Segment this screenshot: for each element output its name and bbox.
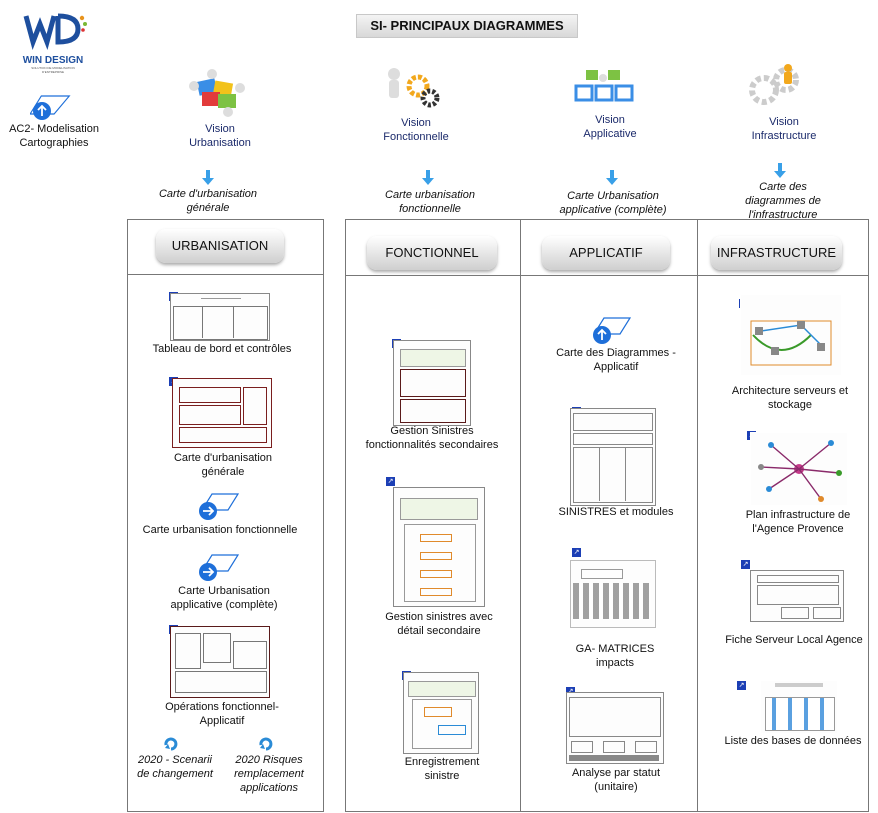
diagram-thumbnail[interactable] xyxy=(170,293,270,341)
down-arrow-icon xyxy=(202,170,214,185)
infrastructure-item-2-label[interactable]: Plan infrastructure de l'Agence Provence xyxy=(745,509,851,535)
shortcut-arrow-icon[interactable]: ↗ xyxy=(737,681,746,690)
divider xyxy=(520,219,521,811)
diagram-thumbnail[interactable] xyxy=(750,570,844,622)
applicatif-item-4-label[interactable]: Analyse par statut (unitaire) xyxy=(571,767,661,793)
root-map-label[interactable]: AC2- Modelisation Cartographies xyxy=(9,123,99,149)
map-up-icon[interactable] xyxy=(30,92,72,122)
urbanisation-item-5-label[interactable]: Opérations fonctionnel-Applicatif xyxy=(165,701,279,727)
diagram-thumbnail[interactable] xyxy=(393,340,471,426)
vision-urbanisation-link[interactable]: Carte d'urbanisation générale xyxy=(158,188,258,214)
urbanisation-people-icon xyxy=(184,66,250,120)
shortcut-arrow-icon[interactable]: ↗ xyxy=(741,560,750,569)
vision-applicative-link[interactable]: Carte Urbanisation applicative (complète… xyxy=(559,190,667,216)
vision-infrastructure-label[interactable]: Vision Infrastructure xyxy=(751,116,817,142)
fonctionnel-section-title: FONCTIONNEL xyxy=(367,236,497,270)
shortcut-arrow-icon[interactable]: ↗ xyxy=(572,548,581,557)
urbanisation-item-2-label[interactable]: Carte d'urbanisation générale xyxy=(173,452,273,478)
applicatif-item-2-label[interactable]: SINISTRES et modules xyxy=(558,506,674,518)
map-up-icon[interactable] xyxy=(590,314,632,346)
shortcut-arrow-icon[interactable]: ↗ xyxy=(386,477,395,486)
shortcut-arrow-icon[interactable]: ↗ xyxy=(566,687,575,696)
diagram-thumbnail[interactable] xyxy=(393,487,485,607)
vision-urbanisation-label[interactable]: Vision Urbanisation xyxy=(189,123,251,149)
applications-people-icon xyxy=(574,64,634,112)
urbanisation-body-panel xyxy=(127,274,324,812)
diagram-thumbnail[interactable] xyxy=(570,408,656,506)
diagram-thumbnail[interactable] xyxy=(750,432,848,506)
urbanisation-section-title: URBANISATION xyxy=(156,229,284,263)
map-right-icon[interactable] xyxy=(198,551,240,583)
diagram-thumbnail[interactable] xyxy=(760,680,838,734)
vision-fonctionnelle-link[interactable]: Carte urbanisation fonctionnelle xyxy=(385,189,475,215)
diagram-thumbnail[interactable] xyxy=(170,626,270,698)
logo-tagline: SOLUTION DE MODELISATION D'ENTREPRISE xyxy=(31,66,75,74)
down-arrow-icon xyxy=(606,170,618,185)
logo-name: WIN DESIGN xyxy=(22,55,84,66)
vision-fonctionnelle-label[interactable]: Vision Fonctionnelle xyxy=(383,117,449,143)
windesign-logo-icon xyxy=(23,13,87,51)
vision-applicative-label[interactable]: Vision Applicative xyxy=(583,114,637,140)
infrastructure-gears-icon xyxy=(748,62,804,112)
vision-infrastructure-link[interactable]: Carte des diagrammes de l'infrastructure xyxy=(745,181,821,221)
fonctionnel-item-2-label[interactable]: Gestion sinistres avec détail secondaire xyxy=(385,611,493,637)
applicatif-item-3-label[interactable]: GA- MATRICES impacts xyxy=(575,643,655,669)
diagram-thumbnail[interactable] xyxy=(172,378,272,448)
diagram-thumbnail[interactable] xyxy=(566,692,664,764)
scenarii-link[interactable]: 2020 - Scenarii de changement xyxy=(137,754,213,780)
infrastructure-section-title: INFRASTRUCTURE xyxy=(711,236,842,270)
page-title: SI- PRINCIPAUX DIAGRAMMES xyxy=(356,14,578,38)
divider xyxy=(697,219,698,811)
diagram-thumbnail[interactable] xyxy=(740,294,842,376)
refresh-icon[interactable] xyxy=(163,736,179,752)
refresh-icon[interactable] xyxy=(258,736,274,752)
fonctionnel-item-1-label[interactable]: Gestion Sinistres fonctionnalités second… xyxy=(365,425,499,451)
diagram-thumbnail[interactable] xyxy=(403,672,479,754)
down-arrow-icon xyxy=(422,170,434,185)
down-arrow-icon xyxy=(774,163,786,178)
urbanisation-item-4-label[interactable]: Carte Urbanisation applicative (complète… xyxy=(170,585,278,611)
risques-link[interactable]: 2020 Risques remplacement applications xyxy=(234,754,304,794)
fonctionnel-item-3-label[interactable]: Enregistrement sinistre xyxy=(404,756,480,782)
infrastructure-item-4-label[interactable]: Liste des bases de données xyxy=(724,735,862,747)
applicatif-section-title: APPLICATIF xyxy=(542,236,670,270)
logo: WIN DESIGN SOLUTION DE MODELISATION D'EN… xyxy=(22,10,88,74)
applicatif-item-1-label[interactable]: Carte des Diagrammes - Applicatif xyxy=(556,347,676,373)
infrastructure-item-3-label[interactable]: Fiche Serveur Local Agence xyxy=(725,634,863,646)
map-right-icon[interactable] xyxy=(198,490,240,522)
urbanisation-item-3-label[interactable]: Carte urbanisation fonctionnelle xyxy=(142,524,298,536)
gears-icon xyxy=(382,64,442,112)
infrastructure-item-1-label[interactable]: Architecture serveurs et stockage xyxy=(731,385,849,411)
urbanisation-item-1-label[interactable]: Tableau de bord et contrôles xyxy=(152,343,292,355)
diagram-thumbnail[interactable] xyxy=(570,560,656,628)
